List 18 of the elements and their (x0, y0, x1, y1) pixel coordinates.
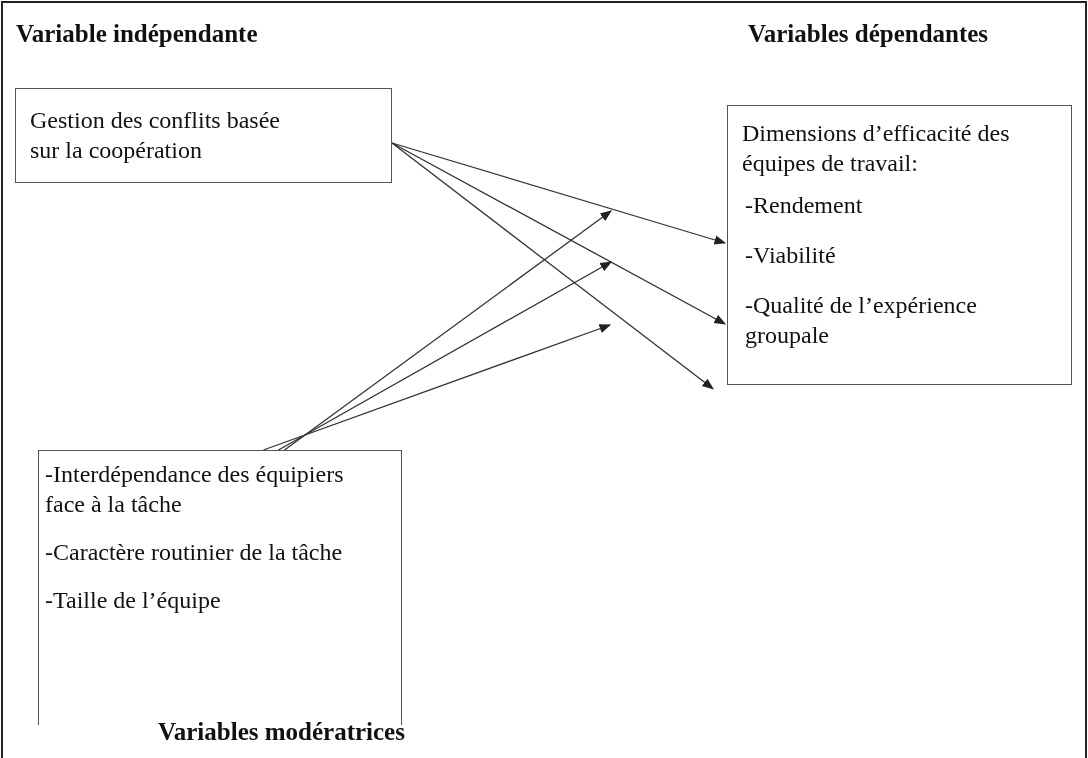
arrow (277, 261, 612, 451)
text-box (15, 88, 392, 183)
section-heading: Variables modératrices (158, 718, 405, 746)
arrow (262, 324, 612, 451)
section-heading: Variable indépendante (16, 20, 258, 48)
box-text: -Qualité de l’expérience groupale (744, 291, 978, 350)
box-text: -Interdépendance des équipiers face à la tâche (45, 460, 345, 519)
arrow (391, 142, 727, 245)
box-text: Dimensions d’efficacité des équipes de travail: (742, 119, 1011, 178)
text-box (727, 105, 1072, 385)
arrow (391, 142, 714, 390)
box-text: -Caractère routinier de la tâche (45, 538, 344, 567)
section-heading: Variables dépendantes (748, 20, 989, 48)
box-text: Gestion des conflits basée sur la coopération (30, 106, 281, 165)
box-text: -Rendement (744, 191, 864, 220)
box-text: -Viabilité (744, 241, 837, 270)
box-text: -Taille de l’équipe (45, 586, 222, 615)
arrow (283, 210, 612, 451)
